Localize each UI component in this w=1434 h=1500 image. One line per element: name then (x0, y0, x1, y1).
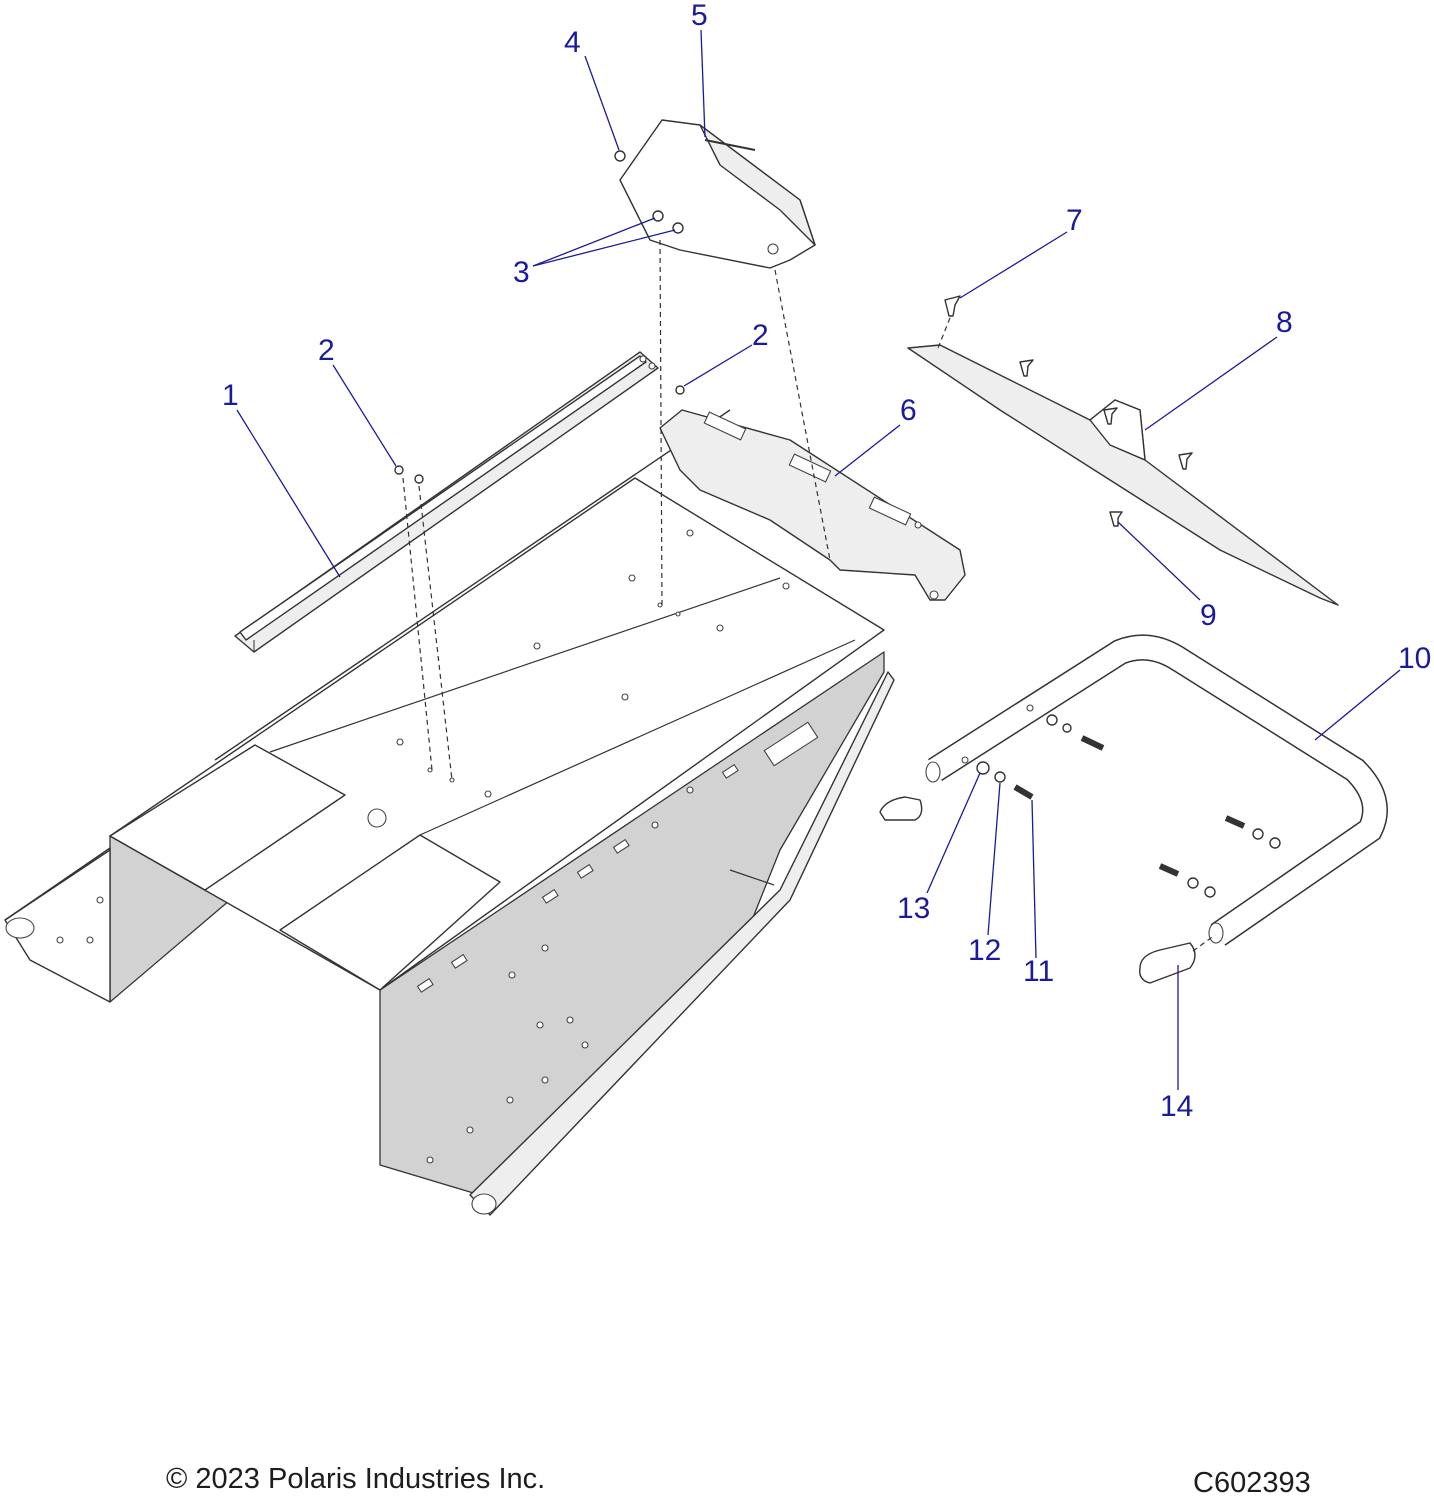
callout-7: 7 (1066, 204, 1083, 237)
callout-leaders (236, 29, 1401, 1090)
handle-part-10 (925, 634, 1388, 946)
callout-1: 1 (222, 379, 239, 412)
callout-13: 13 (897, 892, 930, 925)
callout-numbers: 1 2 2 3 4 5 6 7 8 9 10 11 12 13 14 (222, 0, 1431, 1123)
callout-3: 3 (513, 256, 530, 289)
hardware (394, 150, 1281, 898)
panel-part-8 (907, 344, 1339, 606)
callout-4: 4 (564, 26, 581, 59)
end-cap-part-14 (879, 796, 1196, 984)
copyright-notice: © 2023 Polaris Industries Inc. (166, 1463, 546, 1495)
callout-10: 10 (1398, 642, 1431, 675)
callout-9: 9 (1200, 599, 1217, 632)
callout-2-left: 2 (318, 334, 335, 367)
callout-8: 8 (1276, 306, 1293, 339)
tub-floor-assembly (4, 409, 895, 1216)
callout-5: 5 (691, 0, 708, 32)
assembly-lines (402, 239, 1216, 952)
callout-14: 14 (1160, 1090, 1193, 1123)
bracket-part-6 (659, 409, 966, 601)
callout-2-right: 2 (752, 319, 769, 352)
cover-part-5 (619, 119, 816, 269)
callout-11: 11 (1023, 955, 1054, 988)
callout-12: 12 (968, 934, 1001, 967)
drawing-number: C602393 (1193, 1467, 1311, 1499)
rail-part-1 (234, 351, 659, 653)
callout-6: 6 (900, 394, 917, 427)
